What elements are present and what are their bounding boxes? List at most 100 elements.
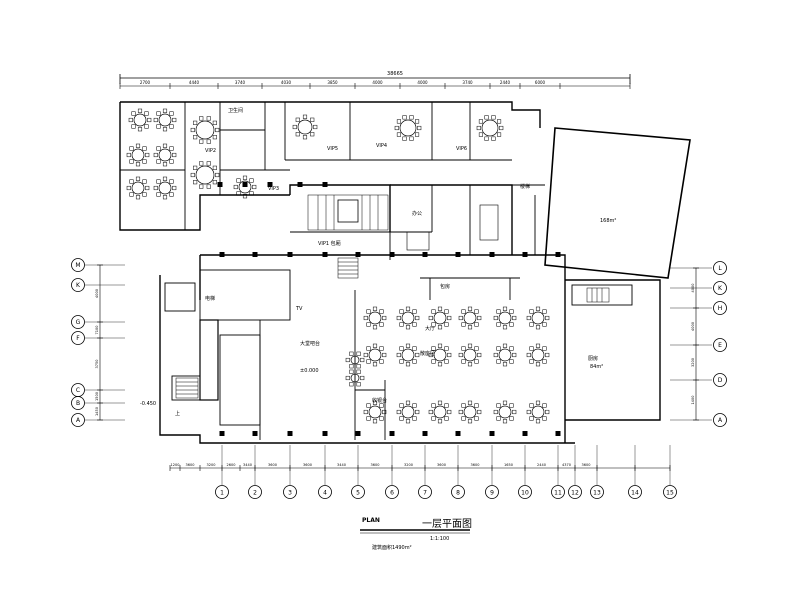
grid-label-row: H	[718, 305, 723, 312]
round-table	[458, 343, 482, 367]
grid-label-row: C	[76, 387, 80, 394]
grid-label-row: K	[718, 285, 723, 292]
column	[455, 431, 461, 436]
grid-bubble	[518, 485, 532, 499]
grid-bubble	[628, 485, 642, 499]
top-dimension-label: 3850	[327, 80, 338, 85]
grid-label-col: 8	[456, 490, 460, 497]
grid-label-row: K	[76, 282, 81, 289]
left-dimension-label: 1450	[95, 407, 99, 416]
round-table	[493, 306, 517, 330]
right-dimension-label: 4000	[691, 284, 695, 293]
bottom-dimension-label: 1650	[504, 463, 513, 467]
right-dimension-label: 4000	[691, 322, 695, 331]
bottom-dimension-label: 3600	[268, 463, 277, 467]
grid-bubble	[71, 396, 85, 410]
bottom-dimension-label: 3600	[437, 463, 446, 467]
column	[355, 252, 361, 257]
column	[322, 252, 328, 257]
column	[252, 252, 258, 257]
round-table	[526, 306, 550, 330]
column	[287, 431, 293, 436]
round-table	[428, 400, 452, 424]
top-dimension-label: 4440	[189, 80, 200, 85]
round-table	[458, 400, 482, 424]
right-dimension-label: 1400	[691, 396, 695, 405]
grid-bubble	[485, 485, 499, 499]
room-label-vip5: VIP5	[327, 146, 338, 152]
interior-walls-lower	[164, 269, 633, 440]
room-label-vip2: VIP2	[205, 148, 216, 154]
top-dimension-label: 3740	[462, 80, 473, 85]
grid-label-col: 14	[631, 490, 639, 497]
room-label-vip1: VIP1 包厢	[318, 240, 341, 247]
grid-bubble	[385, 485, 399, 499]
round-table	[493, 400, 517, 424]
top-dimension-label: 2700	[140, 80, 151, 85]
grid-label-row: F	[76, 335, 80, 342]
top-dimension-label: 4000	[372, 80, 383, 85]
stairs	[175, 194, 610, 399]
grid-bubble	[713, 261, 727, 275]
column	[522, 431, 528, 436]
grid-bubble	[713, 338, 727, 352]
grid-label-row: D	[718, 377, 723, 384]
room-label-wc: 卫生间	[228, 107, 243, 114]
grid-bubble	[551, 485, 565, 499]
round-table	[526, 400, 550, 424]
bottom-dimension-label: 4370	[562, 463, 571, 467]
grid-label-row: A	[76, 417, 81, 424]
column	[355, 431, 361, 436]
top-dimension-label: 4000	[417, 80, 428, 85]
bottom-dimension-label: 1200	[171, 463, 180, 467]
dining-tables	[126, 108, 550, 424]
column	[322, 431, 328, 436]
round-table	[396, 400, 420, 424]
round-table	[428, 306, 452, 330]
left-dimension-label: 4000	[95, 289, 99, 298]
grid-bubble	[451, 485, 465, 499]
room-label-vip3: VIP3	[268, 186, 279, 192]
column	[297, 182, 303, 187]
grid-bubble	[568, 485, 582, 499]
round-table	[345, 351, 365, 369]
building-outline	[119, 101, 691, 444]
round-table	[190, 161, 220, 189]
grid-label-row: G	[76, 319, 81, 326]
grid-bubble	[713, 301, 727, 315]
title-cn: 一层平面图	[422, 518, 472, 530]
annotation-stairs: 楼梯	[520, 183, 530, 190]
grid-label-col: 6	[390, 490, 394, 497]
round-table	[363, 306, 387, 330]
grid-bubble	[71, 278, 85, 292]
left-dimension-label: 1500	[95, 392, 99, 401]
grid-label-col: 13	[593, 490, 601, 497]
grid-bubble	[283, 485, 297, 499]
grid-bubble	[71, 258, 85, 272]
room-labels: VIP1 包厢 VIP2 VIP3 VIP4 VIP5 VIP6 大厅 大堂吧台…	[140, 107, 616, 417]
room-label-area-a: 168m²	[600, 218, 616, 224]
column	[217, 182, 223, 187]
round-table	[233, 175, 257, 199]
grid-label-col: 10	[521, 490, 529, 497]
grid-label-col: 2	[253, 490, 257, 497]
grid-label-col: 12	[571, 490, 579, 497]
top-dimension-label: 4030	[281, 80, 292, 85]
round-table	[128, 108, 152, 132]
meeting-table	[406, 204, 499, 251]
bottom-dimension-label: 3440	[243, 463, 252, 467]
round-table	[493, 343, 517, 367]
bottom-dimension-label: 3200	[207, 463, 216, 467]
overall-dimension-line: 38665	[119, 71, 631, 84]
grid-bubble	[418, 485, 432, 499]
grid-label-col: 11	[554, 490, 562, 497]
overall-dimension-label: 38665	[387, 71, 403, 77]
column	[252, 431, 258, 436]
column	[555, 252, 561, 257]
round-table	[345, 369, 365, 387]
grid-label-col: 5	[356, 490, 360, 497]
